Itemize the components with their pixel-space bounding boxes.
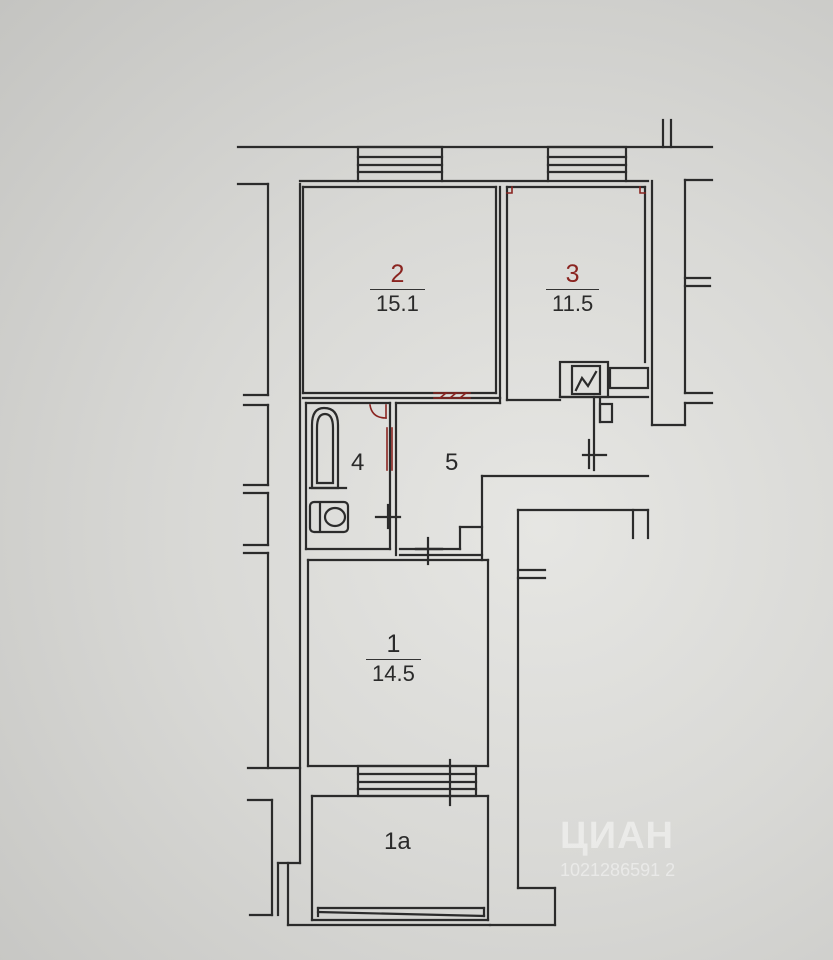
room-3-number: 3 <box>565 260 580 288</box>
room-3-area: 11.5 <box>546 289 600 315</box>
room-3-label: 3 11.5 <box>546 260 600 315</box>
window-room-3 <box>546 145 628 183</box>
watermark-listing-id: 1021286591 2 <box>560 860 676 880</box>
door-mark-room-4 <box>374 503 402 530</box>
room-5-number: 5 <box>445 449 459 476</box>
room-1a-number: 1a <box>384 828 411 855</box>
room-4-walls <box>304 401 398 557</box>
right-corridor-walls <box>488 508 650 927</box>
corner-marks-room-3 <box>506 186 646 194</box>
left-exterior-wall <box>236 182 492 927</box>
ventilation-shaft <box>558 360 650 472</box>
room-1-label: 1 14.5 <box>366 632 421 685</box>
room-2-area: 15.1 <box>370 289 425 315</box>
window-room-2 <box>356 145 444 183</box>
top-exterior-wall <box>236 118 714 183</box>
room-1-number: 1 <box>386 630 401 658</box>
toilet <box>308 500 350 534</box>
room-4-number: 4 <box>351 449 365 476</box>
door-room-2 <box>433 391 471 400</box>
room-1a-walls <box>310 794 490 922</box>
room-3-walls <box>505 178 714 427</box>
balcony-door-window <box>356 758 478 807</box>
room-2-walls <box>301 185 502 400</box>
door-room-4 <box>369 404 393 471</box>
room-1a-label: 1a <box>384 830 411 854</box>
room-1-area: 14.5 <box>366 659 421 685</box>
room-5-label: 5 <box>445 451 458 475</box>
room-2-label: 2 15.1 <box>370 262 425 315</box>
watermark-brand: ЦИАН <box>560 815 674 857</box>
room-2-number: 2 <box>390 260 405 288</box>
room-4-label: 4 <box>351 451 364 475</box>
bathtub <box>308 406 348 490</box>
